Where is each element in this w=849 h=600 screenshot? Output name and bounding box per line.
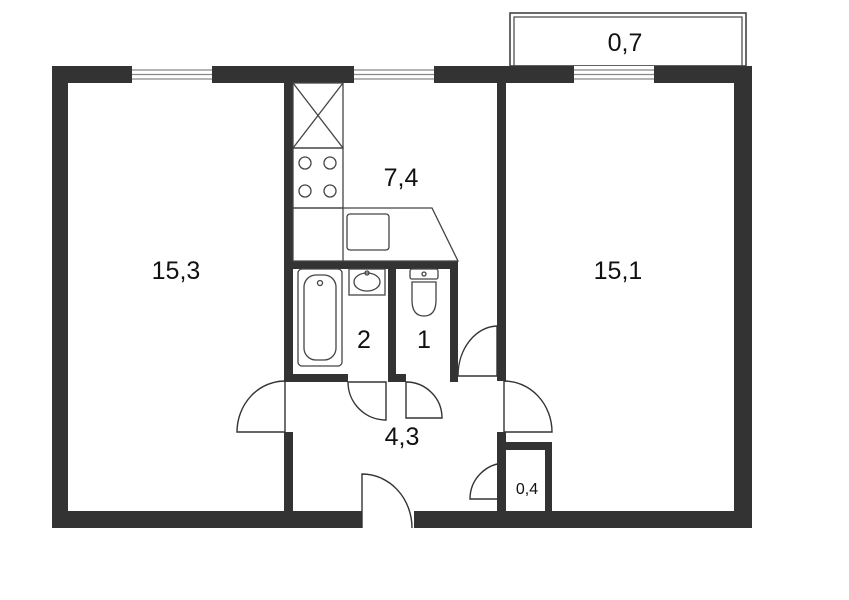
window-right [574, 66, 654, 83]
room-right-area: 15,1 [594, 257, 643, 285]
bathroom-area: 2 [357, 326, 371, 354]
washbasin-icon [348, 268, 386, 296]
bathroom-fixtures [297, 268, 386, 367]
balcony-area: 0,7 [608, 29, 643, 57]
room-left-area: 15,3 [152, 257, 201, 285]
door-left-room [236, 380, 286, 433]
area-labels: 15,3 7,4 15,1 2 1 4,3 0,4 0,7 [152, 29, 643, 498]
toilet-area: 1 [417, 326, 431, 354]
door-right-room [503, 380, 553, 433]
window-kitchen [354, 66, 434, 83]
door-closet [469, 462, 507, 500]
stove-icon [292, 147, 344, 209]
kitchen-fixtures [292, 82, 460, 262]
exterior-walls [52, 66, 752, 528]
door-toilet [405, 381, 443, 419]
sink-icon [346, 213, 390, 251]
interior-walls [284, 83, 552, 511]
door-kitchen [457, 325, 498, 377]
windows [132, 66, 654, 83]
hallway-area: 4,3 [385, 423, 420, 451]
kitchen-area: 7,4 [384, 164, 419, 192]
door-bathroom [347, 381, 387, 421]
bathtub-icon [297, 268, 343, 367]
toilet-icon [409, 268, 439, 317]
closet-area: 0,4 [516, 481, 538, 498]
doors [236, 325, 553, 529]
door-entrance [361, 473, 413, 529]
kitchen-counter [292, 207, 460, 262]
window-left [132, 66, 212, 83]
